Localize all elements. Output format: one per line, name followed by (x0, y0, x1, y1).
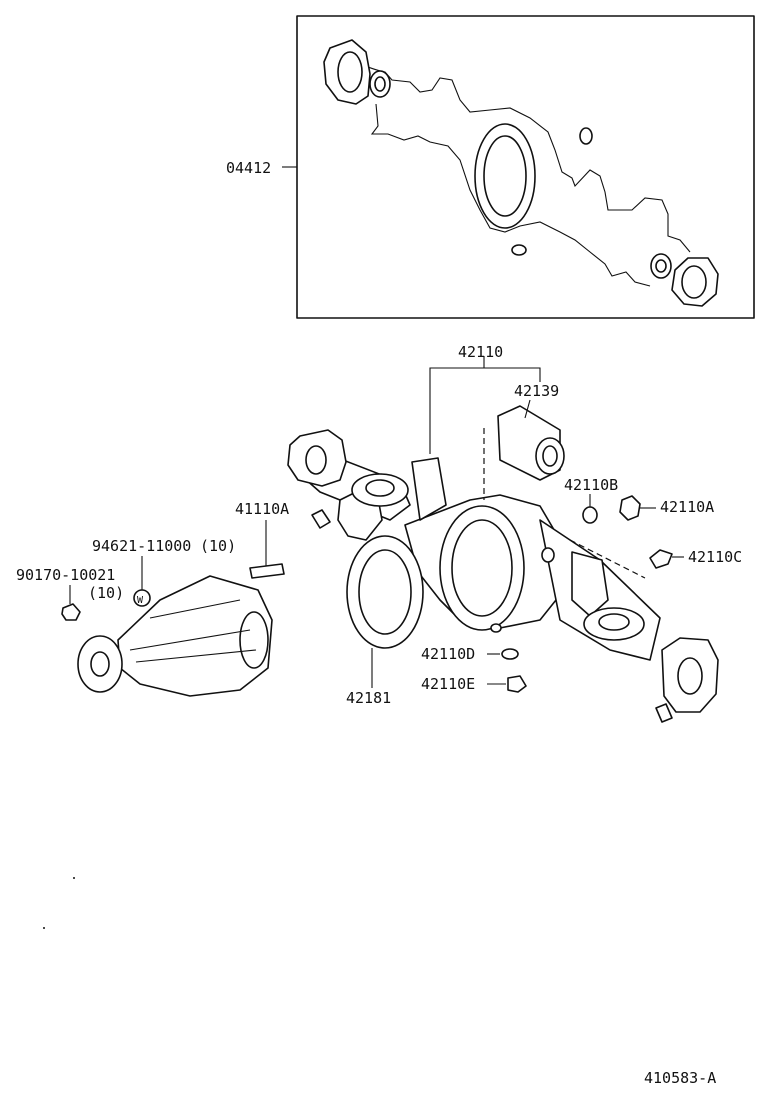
label-nut: 90170-10021 (16, 566, 115, 584)
plug-42110d (501, 648, 519, 660)
label-gasket: 42181 (346, 689, 391, 707)
speck-a (73, 877, 75, 879)
label-plug-d: 42110D (421, 645, 475, 663)
label-washer: 94621-11000 (92, 537, 191, 555)
label-plug-e: 42110E (421, 675, 475, 693)
plug-42110a (619, 495, 641, 521)
leader-tube (524, 399, 531, 419)
label-kit: 04412 (226, 159, 271, 177)
label-breather: 42110C (688, 548, 742, 566)
washer-glyph: W (137, 595, 144, 606)
washer-94621: W (133, 589, 151, 607)
dash-guide-right (569, 539, 646, 579)
nut-90170 (61, 603, 81, 621)
drawing-number: 410583-A (644, 1069, 716, 1087)
label-nut-qty: (10) (88, 584, 124, 602)
label-stud: 41110A (235, 500, 289, 518)
axle-tube (497, 405, 565, 481)
stud-41110a (249, 563, 285, 579)
label-housing: 42110 (458, 343, 503, 361)
differential-carrier (77, 575, 273, 697)
gasket-kit-outline (323, 39, 719, 307)
bracket-42110 (429, 367, 541, 454)
carrier-gasket (346, 535, 424, 649)
speck-b (43, 927, 45, 929)
axle-housing (287, 429, 719, 723)
breather-42110c (649, 549, 673, 569)
label-plug-a: 42110A (660, 498, 714, 516)
plug-42110b (582, 506, 598, 524)
label-tube: 42139 (514, 382, 559, 400)
plug-42110e (507, 675, 527, 693)
label-washer-qty: (10) (200, 537, 236, 555)
label-plug-b: 42110B (564, 476, 618, 494)
